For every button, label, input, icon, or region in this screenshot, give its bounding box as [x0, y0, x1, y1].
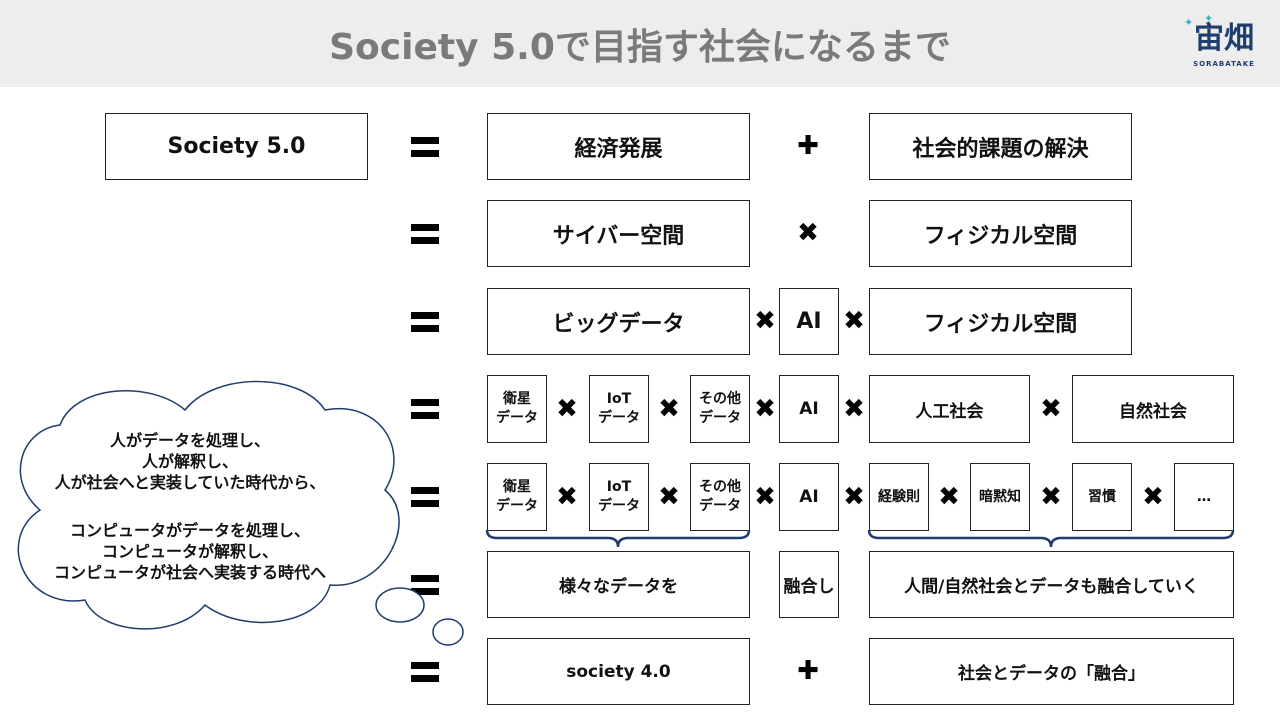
plus-icon: ✚	[797, 131, 819, 161]
times-icon: ✖	[1040, 482, 1062, 512]
natural-society-box: 自然社会	[1072, 375, 1234, 443]
artificial-society-box: 人工社会	[869, 375, 1030, 443]
times-icon: ✖	[843, 482, 865, 512]
ai-box: AI	[779, 288, 839, 355]
times-icon: ✖	[797, 218, 819, 248]
etc-box: …	[1174, 463, 1234, 531]
various-data-box: 様々なデータを	[487, 551, 750, 618]
iot-data-box: IoT データ	[589, 375, 649, 443]
plus-icon: ✚	[797, 656, 819, 686]
physical-space-box: フィジカル空間	[869, 200, 1132, 267]
social-issues-box: 社会的課題の解決	[869, 113, 1132, 180]
times-icon: ✖	[843, 394, 865, 424]
header-bar	[0, 0, 1280, 87]
right-brace	[867, 529, 1235, 548]
times-icon: ✖	[658, 394, 680, 424]
big-data-box: ビッグデータ	[487, 288, 750, 355]
custom-box: 習慣	[1072, 463, 1132, 531]
times-icon: ✖	[556, 482, 578, 512]
page-title: Society 5.0で目指す社会になるまで	[329, 27, 951, 68]
economic-growth-box: 経済発展	[487, 113, 750, 180]
fusion-society-box: 人間/自然社会とデータも融合していく	[869, 551, 1234, 618]
star-icon: ✦	[1184, 16, 1194, 29]
fuse-box: 融合し	[779, 551, 839, 618]
equals-icon	[411, 575, 439, 595]
times-icon: ✖	[1040, 394, 1062, 424]
ai-box: AI	[779, 463, 839, 531]
satellite-data-box: 衛星 データ	[487, 375, 547, 443]
ai-box: AI	[779, 375, 839, 443]
times-icon: ✖	[556, 394, 578, 424]
society5-box: Society 5.0	[105, 113, 368, 180]
times-icon: ✖	[938, 482, 960, 512]
star-icon: ✦	[1204, 12, 1214, 25]
times-icon: ✖	[843, 306, 865, 336]
left-brace	[485, 529, 751, 548]
iot-data-box: IoT データ	[589, 463, 649, 531]
equals-icon	[411, 662, 439, 682]
equals-icon	[411, 487, 439, 507]
times-icon: ✖	[754, 306, 776, 336]
tacit-knowledge-box: 暗黙知	[970, 463, 1030, 531]
rule-of-thumb-box: 経験則	[869, 463, 929, 531]
equals-icon	[411, 137, 439, 157]
society-data-fusion-box: 社会とデータの「融合」	[869, 638, 1234, 705]
sorabatake-logo: ✦ ✦ 宙畑 SORABATAKE	[1178, 12, 1270, 70]
times-icon: ✖	[1142, 482, 1164, 512]
thought-cloud	[17, 380, 464, 646]
equals-icon	[411, 224, 439, 244]
times-icon: ✖	[658, 482, 680, 512]
society4-box: society 4.0	[487, 638, 750, 705]
times-icon: ✖	[754, 482, 776, 512]
logo-mark: 宙畑	[1194, 21, 1254, 56]
cloud-text-past: 人がデータを処理し、 人が解釈し、 人が社会へと実装していた時代から、	[54, 431, 326, 492]
cloud-text-future: コンピュータがデータを処理し、 コンピュータが解釈し、 コンピュータが社会へ実装…	[53, 521, 326, 582]
logo-wordmark: SORABATAKE	[1193, 60, 1255, 68]
physical-space-box: フィジカル空間	[869, 288, 1132, 355]
equals-icon	[411, 399, 439, 419]
other-data-box: その他 データ	[690, 463, 750, 531]
cyber-space-box: サイバー空間	[487, 200, 750, 267]
equals-icon	[411, 312, 439, 332]
other-data-box: その他 データ	[690, 375, 750, 443]
satellite-data-box: 衛星 データ	[487, 463, 547, 531]
times-icon: ✖	[754, 394, 776, 424]
